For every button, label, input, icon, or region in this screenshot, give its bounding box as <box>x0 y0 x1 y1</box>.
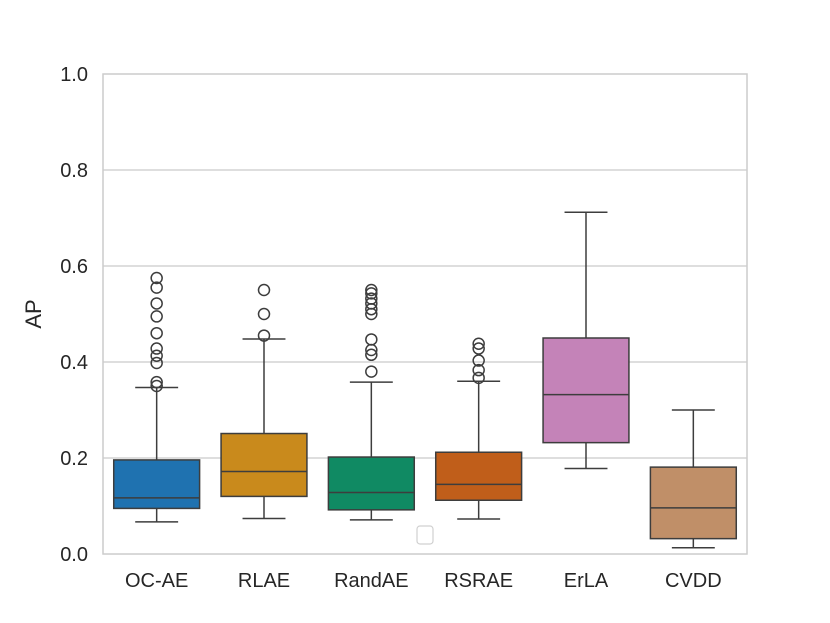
outlier-point <box>365 283 378 297</box>
outlier-point <box>150 379 163 393</box>
iqr-box <box>220 432 308 498</box>
outlier-point <box>365 365 378 378</box>
outlier-point <box>257 283 271 297</box>
x-tick-label: OC-AE <box>125 570 188 592</box>
plot-background <box>103 74 747 554</box>
iqr-box <box>542 337 630 444</box>
y-tick-label: 1.0 <box>60 64 88 86</box>
box-group-randae <box>327 283 416 521</box>
box-group-erla <box>542 211 630 470</box>
outlier-point <box>472 363 485 377</box>
outlier-point <box>150 271 163 285</box>
outlier-point <box>365 297 378 310</box>
boxes <box>112 211 738 549</box>
outlier-point <box>257 307 271 321</box>
iqr-box <box>649 466 738 540</box>
outlier-point <box>365 348 378 362</box>
x-tick-label: ErLA <box>564 570 609 592</box>
outlier-point <box>472 337 485 351</box>
y-tick-label: 0.8 <box>60 160 88 182</box>
y-tick-label: 0.2 <box>60 448 88 470</box>
plot-frame <box>102 73 748 555</box>
legend-box <box>416 525 434 545</box>
y-axis-label: AP <box>21 299 46 328</box>
iqr-box <box>112 459 201 510</box>
outlier-point <box>150 375 163 389</box>
outlier-point <box>150 356 163 370</box>
grid-lines <box>103 169 747 459</box>
outlier-point <box>365 333 378 346</box>
outlier-point <box>150 297 163 310</box>
outlier-point <box>150 310 163 323</box>
y-tick-labels: 0.0 0.2 0.4 0.6 0.8 1.0 <box>60 64 88 566</box>
outlier-point <box>472 371 485 385</box>
outlier-point <box>472 354 485 367</box>
outlier-point <box>472 342 485 355</box>
outlier-point <box>150 342 163 355</box>
outlier-point <box>150 281 163 294</box>
outlier-point <box>365 287 378 300</box>
box-group-rsrae <box>434 337 523 520</box>
x-tick-labels: OC-AE RLAE RandAE RSRAE ErLA CVDD <box>125 570 722 592</box>
outlier-point <box>150 349 163 363</box>
outlier-point <box>257 329 271 342</box>
y-tick-label: 0.4 <box>60 352 88 374</box>
y-tick-label: 0.6 <box>60 256 88 278</box>
iqr-box <box>434 451 523 501</box>
iqr-box <box>327 456 416 511</box>
x-tick-label: RandAE <box>334 570 409 592</box>
outlier-point <box>150 326 163 340</box>
x-tick-label: RLAE <box>238 570 290 592</box>
box-group-rlae <box>220 283 308 520</box>
box-group-oc-ae <box>112 271 201 523</box>
y-tick-label: 0.0 <box>60 544 88 566</box>
x-tick-label: CVDD <box>665 570 722 592</box>
outlier-point <box>365 292 378 305</box>
box-group-cvdd <box>649 409 738 549</box>
x-tick-label: RSRAE <box>444 570 513 592</box>
